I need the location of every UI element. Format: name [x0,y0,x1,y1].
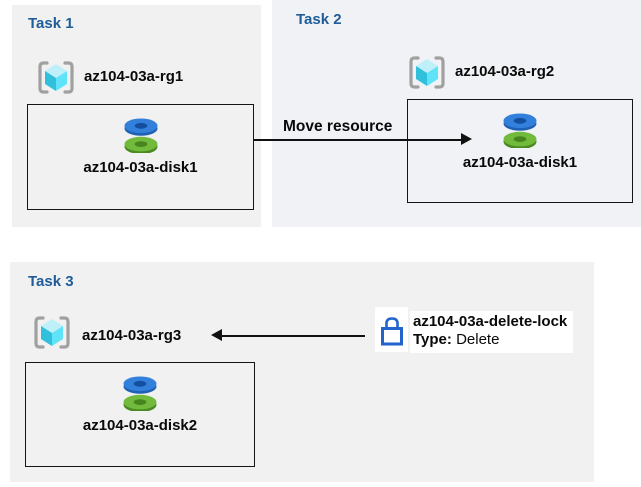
task1-resource-box: az104-03a-disk1 [27,104,254,210]
resource-group-icon [34,316,70,349]
lock-type-label: Type: [413,331,452,348]
task3-resource-box: az104-03a-disk2 [25,362,255,467]
resource-group-name: az104-03a-rg1 [84,68,184,85]
task3-title: Task 3 [28,273,74,290]
resource-group-name: az104-03a-rg3 [82,327,182,344]
lock-type-value: Delete [456,331,500,348]
disk-name: az104-03a-disk1 [83,159,198,176]
task1-title: Task 1 [28,15,74,32]
task3-panel: Task 3 az104-03a-rg3 az104-03a-disk2 [10,262,594,482]
task1-panel: Task 1 az104-03a-rg1 az104-03a-disk1 [12,5,261,227]
lock-icon [380,316,403,345]
disk-name: az104-03a-disk2 [82,417,198,434]
task2-resource-box: az104-03a-disk1 [407,99,633,203]
lock-annotation: az104-03a-delete-lock Type: Delete [410,311,574,353]
move-arrow-head-icon [461,133,472,145]
managed-disk-icon [124,118,157,153]
resource-group-icon [38,61,74,94]
lock-name: az104-03a-delete-lock [413,313,568,330]
task2-panel: Task 2 az104-03a-rg2 az104-03a-disk1 [272,0,641,227]
lock-arrow-line [222,335,365,337]
move-arrow-line [254,139,462,141]
lock-icon-background [375,307,408,352]
lock-arrow-head-icon [211,329,222,341]
disk-name: az104-03a-disk1 [462,154,578,171]
move-resource-label: Move resource [283,118,393,135]
lock-type-row: Type: Delete [413,331,567,349]
managed-disk-icon [503,113,537,148]
resource-group-icon [409,56,445,89]
managed-disk-icon [123,376,157,411]
task2-title: Task 2 [296,11,342,28]
resource-group-name: az104-03a-rg2 [455,63,555,80]
